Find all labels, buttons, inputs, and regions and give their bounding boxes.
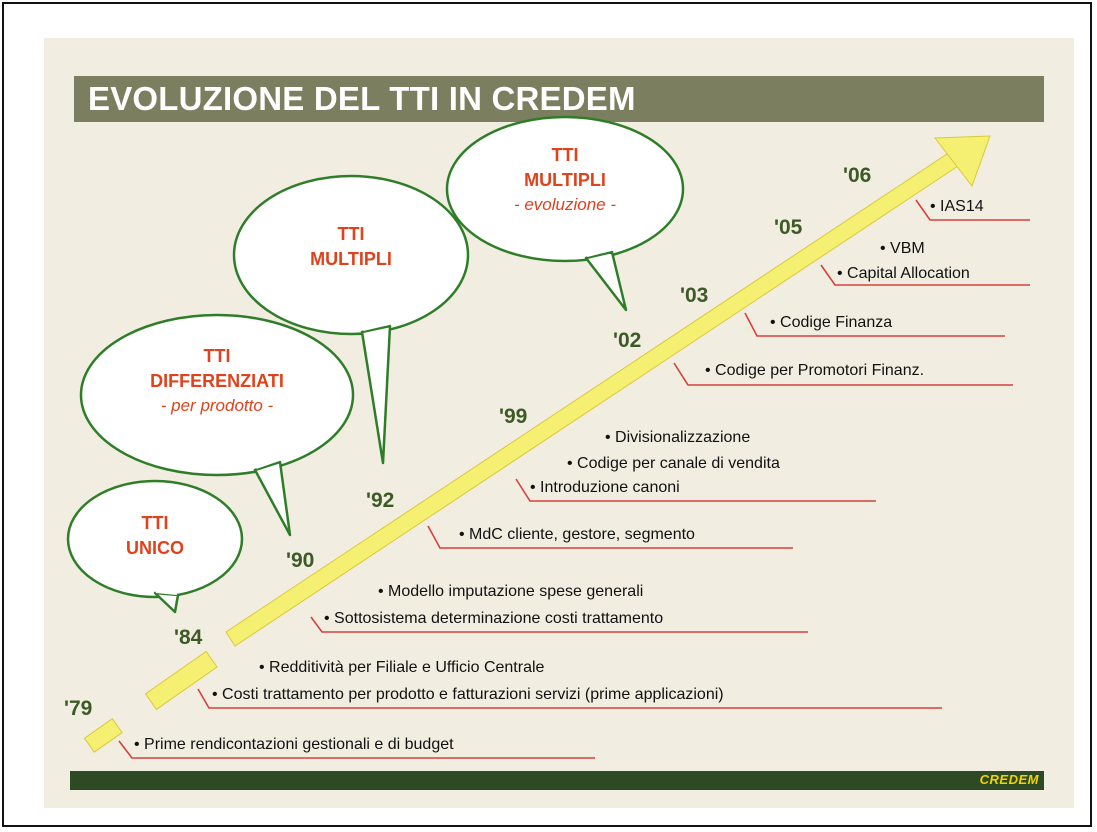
timeline-item: • Costi trattamento per prodotto e fattu… <box>212 686 724 703</box>
bubble-evo-line3: - evoluzione - <box>513 194 617 214</box>
timeline-item: • Modello imputazione spese generali <box>378 583 644 600</box>
timeline-arrow <box>83 135 991 753</box>
bubble-evo-line2: MULTIPLI <box>524 169 606 190</box>
year-1990: '90 <box>286 549 315 572</box>
timeline-item: • Divisionalizzazione <box>605 429 751 446</box>
bubble-tti-multipli: TTI MULTIPLI <box>281 222 421 272</box>
bottom-bar <box>70 771 1044 790</box>
timeline-item: • VBM <box>880 240 925 257</box>
bubble-tti-unico-shape <box>66 479 244 614</box>
bubble-differenziati-line3: - per prodotto - <box>160 395 274 415</box>
year-2003: '03 <box>680 284 709 307</box>
year-2006: '06 <box>843 164 872 187</box>
bubble-tti-differenziati-shape <box>79 313 355 537</box>
timeline-item: • Redditività per Filiale e Ufficio Cent… <box>259 659 545 676</box>
bubble-multipli-line1: TTI <box>337 224 365 244</box>
bubble-tti-unico: TTI UNICO <box>105 511 205 561</box>
year-1979: '79 <box>64 697 93 720</box>
year-1984: '84 <box>174 626 203 649</box>
item-underlines <box>118 199 1030 759</box>
timeline-item: • Capital Allocation <box>837 265 970 282</box>
timeline-item: • Codige per canale di vendita <box>567 455 780 472</box>
year-2005: '05 <box>774 216 803 239</box>
bubble-unico-line2: UNICO <box>126 537 184 558</box>
timeline-item: • MdC cliente, gestore, segmento <box>459 526 695 543</box>
timeline-item: • Introduzione canoni <box>530 479 680 496</box>
timeline-item: • IAS14 <box>930 198 984 215</box>
timeline-item: • Codige Finanza <box>770 314 893 331</box>
bubble-differenziati-line1: TTI <box>203 346 231 366</box>
bubble-unico-line1: TTI <box>141 513 169 533</box>
bubble-tti-differenziati: TTI DIFFERENZIATI - per prodotto - <box>112 344 322 417</box>
slide-title: EVOLUZIONE DEL TTI IN CREDEM <box>88 80 636 117</box>
timeline-item: • Codige per Promotori Finanz. <box>705 362 925 379</box>
year-1999: '99 <box>499 405 528 428</box>
timeline-item: • Sottosistema determinazione costi trat… <box>324 610 664 627</box>
bubble-differenziati-line2: DIFFERENZIATI <box>150 370 284 391</box>
title-bar <box>74 76 1044 122</box>
bubble-tti-multipli-shape <box>232 174 470 465</box>
bubble-evo-line1: TTI <box>551 145 579 165</box>
credem-logo: CREDEM <box>979 772 1039 787</box>
timeline-item: • Prime rendicontazioni gestionali e di … <box>134 736 454 753</box>
year-2002: '02 <box>613 329 642 352</box>
bubble-multipli-line2: MULTIPLI <box>310 248 392 269</box>
year-1992: '92 <box>366 489 395 512</box>
bubble-tti-multipli-evoluzione: TTI MULTIPLI - evoluzione - <box>480 143 650 216</box>
bubble-tti-multipli-evoluzione-shape <box>445 115 685 312</box>
